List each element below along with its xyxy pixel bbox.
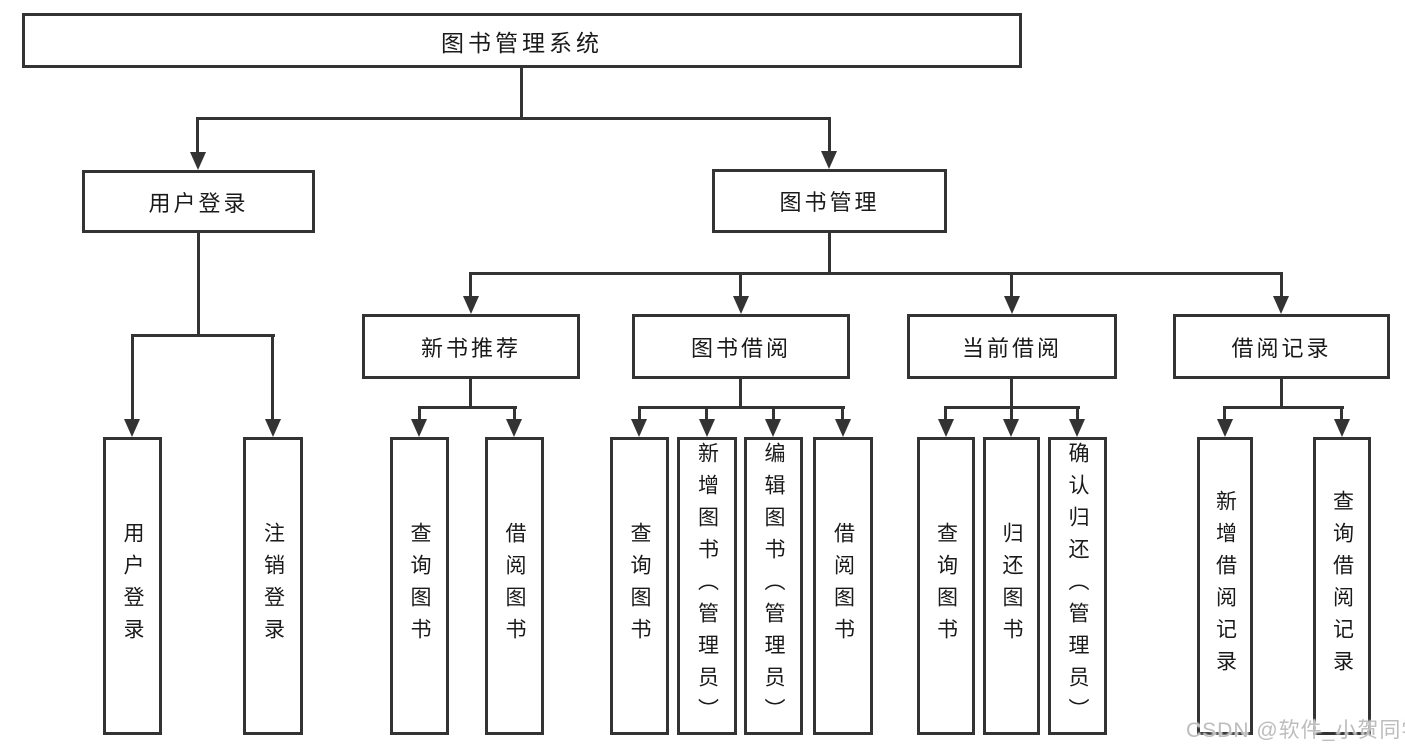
leaf-user-login-label: 用户登录: [121, 522, 144, 650]
arrowhead-icon: [1334, 419, 1350, 437]
leaf-borrow-query-label: 查询图书: [628, 522, 651, 650]
arrowhead-icon: [938, 419, 954, 437]
leaf-current-query-label: 查询图书: [934, 522, 958, 650]
line: [196, 117, 199, 155]
line: [1280, 379, 1283, 409]
node-book-borrow-label: 图书借阅: [690, 335, 791, 361]
line: [196, 117, 831, 120]
leaf-records-add-label: 新增借阅记录: [1213, 490, 1237, 682]
node-new-book-recommend-label: 新书推荐: [420, 335, 521, 361]
leaf-user-login: 用户登录: [103, 437, 162, 735]
line: [772, 406, 775, 424]
line: [841, 406, 844, 424]
node-root: 图书管理系统: [22, 13, 1022, 68]
line: [418, 406, 517, 409]
line: [131, 334, 275, 337]
line: [1223, 406, 1344, 409]
arrowhead-icon: [631, 419, 647, 437]
leaf-borrow-borrow: 借阅图书: [813, 437, 873, 735]
leaf-logout: 注销登录: [243, 437, 303, 735]
arrowhead-icon: [835, 419, 851, 437]
leaf-current-confirm-admin-label: 确认归还（管理员）: [1066, 442, 1089, 730]
leaf-newbook-borrow-label: 借阅图书: [503, 522, 526, 650]
line: [1223, 406, 1226, 424]
arrowhead-icon: [411, 419, 427, 437]
line: [739, 379, 742, 409]
leaf-records-add: 新增借阅记录: [1197, 437, 1253, 735]
line: [469, 379, 472, 409]
leaf-borrow-borrow-label: 借阅图书: [831, 522, 855, 650]
line: [520, 68, 523, 118]
line: [638, 406, 845, 409]
node-borrow-records: 借阅记录: [1173, 314, 1390, 379]
arrowhead-icon: [1003, 419, 1019, 437]
line: [705, 406, 708, 424]
node-borrow-records-label: 借阅记录: [1231, 335, 1332, 361]
line: [1280, 272, 1283, 300]
leaf-logout-label: 注销登录: [261, 522, 285, 650]
leaf-borrow-add-admin-label: 新增图书（管理员）: [695, 442, 719, 730]
arrowhead-icon: [699, 419, 715, 437]
leaf-newbook-query: 查询图书: [390, 437, 449, 735]
line: [513, 406, 516, 424]
arrowhead-icon: [124, 419, 140, 437]
line: [469, 272, 1283, 275]
node-book-manage-label: 图书管理: [779, 190, 880, 215]
line: [197, 233, 200, 336]
leaf-newbook-query-label: 查询图书: [408, 522, 431, 650]
arrowhead-icon: [265, 419, 281, 437]
line: [131, 334, 134, 422]
leaf-records-query: 查询借阅记录: [1313, 437, 1371, 735]
leaf-borrow-edit-admin: 编辑图书（管理员）: [744, 437, 803, 735]
line: [469, 272, 472, 300]
leaf-borrow-query: 查询图书: [610, 437, 669, 735]
arrowhead-icon: [1004, 296, 1020, 314]
leaf-records-query-label: 查询借阅记录: [1330, 490, 1354, 682]
leaf-current-return: 归还图书: [983, 437, 1040, 735]
node-new-book-recommend: 新书推荐: [362, 314, 580, 379]
node-root-label: 图书管理系统: [441, 29, 603, 56]
leaf-borrow-add-admin: 新增图书（管理员）: [677, 437, 737, 735]
line: [828, 117, 831, 154]
leaf-borrow-edit-admin-label: 编辑图书（管理员）: [762, 442, 785, 730]
line: [418, 406, 421, 424]
arrowhead-icon: [506, 419, 522, 437]
line: [828, 233, 831, 274]
node-user-login-label: 用户登录: [148, 190, 249, 216]
watermark: CSDN @软件_小贺同学: [1186, 719, 1405, 742]
node-book-manage: 图书管理: [712, 169, 947, 233]
line: [271, 334, 274, 422]
leaf-current-return-label: 归还图书: [1000, 522, 1023, 650]
arrowhead-icon: [1273, 296, 1289, 314]
line: [638, 406, 641, 424]
arrowhead-icon: [821, 151, 837, 169]
arrowhead-icon: [463, 296, 479, 314]
line: [739, 272, 742, 300]
leaf-current-query: 查询图书: [917, 437, 975, 735]
node-current-borrow-label: 当前借阅: [961, 335, 1062, 361]
arrowhead-icon: [733, 296, 749, 314]
line: [1340, 406, 1343, 424]
leaf-newbook-borrow: 借阅图书: [485, 437, 544, 735]
line: [1010, 272, 1013, 300]
node-current-borrow: 当前借阅: [907, 314, 1117, 379]
arrowhead-icon: [1217, 419, 1233, 437]
arrowhead-icon: [190, 152, 206, 170]
line: [1010, 406, 1013, 424]
line: [1076, 406, 1079, 424]
arrowhead-icon: [1069, 419, 1085, 437]
leaf-current-confirm-admin: 确认归还（管理员）: [1048, 437, 1107, 735]
arrowhead-icon: [765, 419, 781, 437]
node-book-borrow: 图书借阅: [632, 314, 850, 379]
node-user-login: 用户登录: [82, 170, 315, 233]
line: [944, 406, 947, 424]
line: [1010, 379, 1013, 409]
